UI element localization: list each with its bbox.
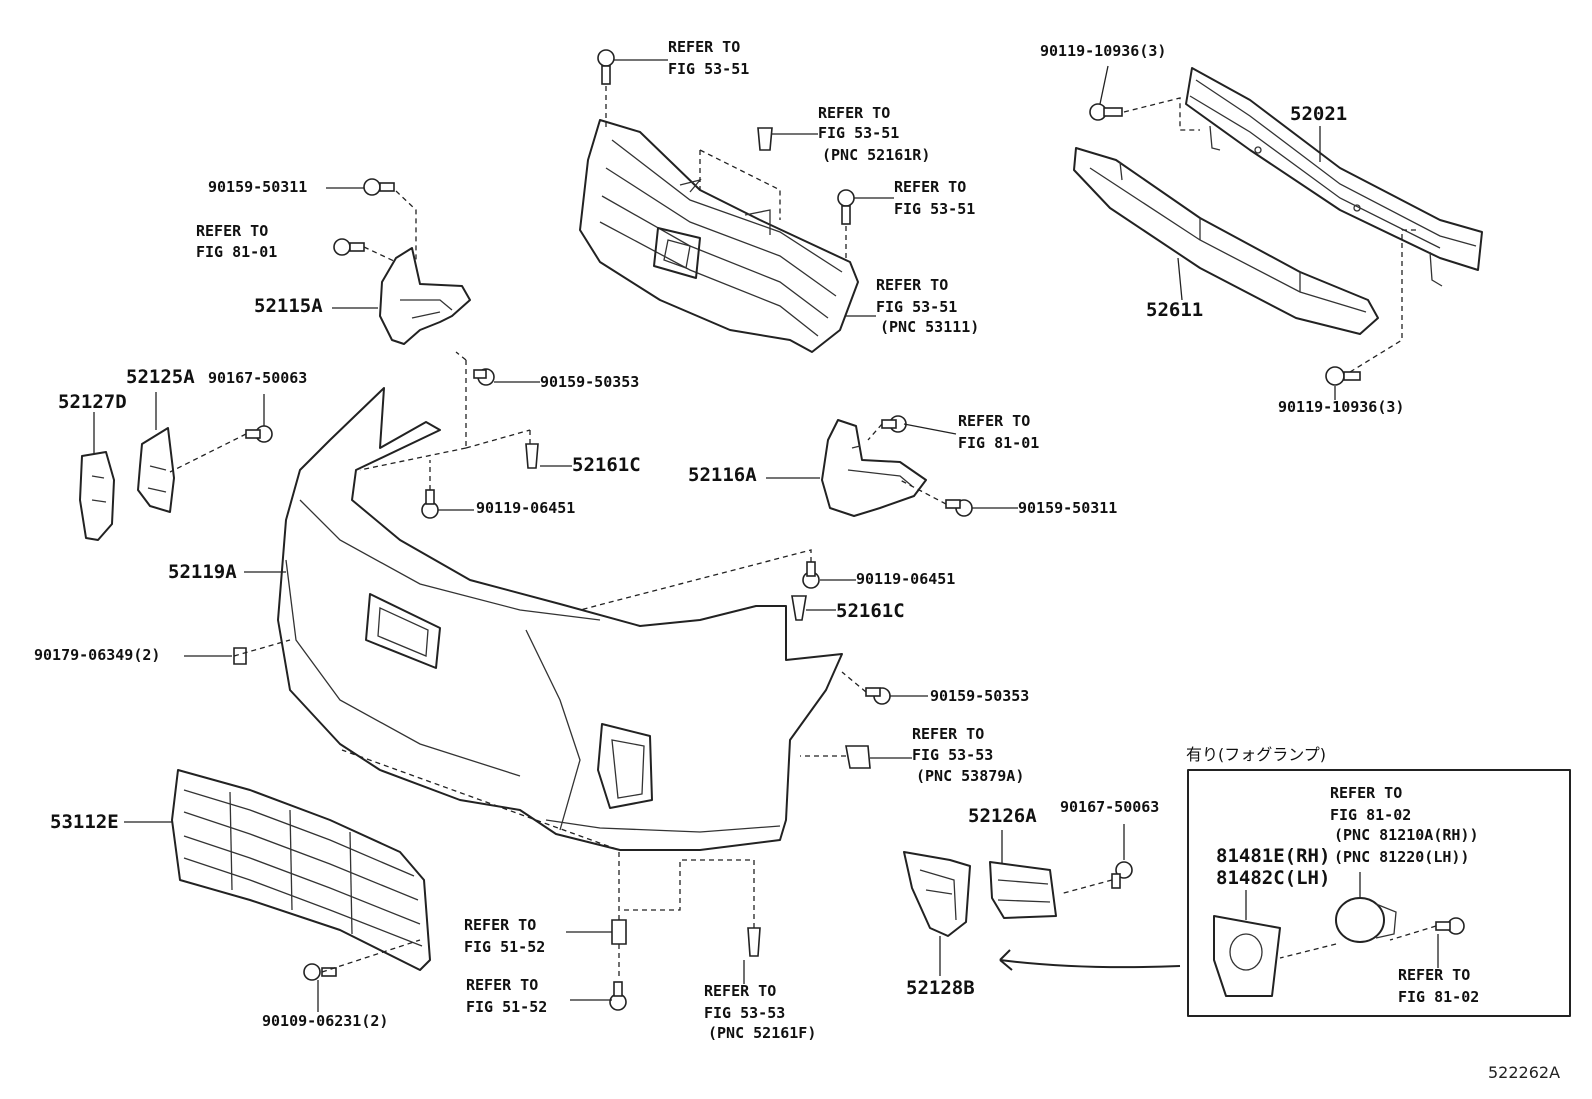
refer-fig-53-51-r-line3: (PNC 52161R): [822, 146, 930, 164]
assembly-lines: [169, 86, 1437, 980]
refer-fig-53-51-r-line1: REFER TO: [818, 104, 890, 122]
direction-arrow: [999, 959, 1181, 969]
part-52115A: 52115A: [254, 295, 323, 317]
part-52126A: 52126A: [968, 805, 1037, 827]
refer-fig-81-02-top-line2: FIG 81-02: [1330, 806, 1411, 824]
part-90159-50311-right: 90159-50311: [1018, 499, 1117, 517]
part-90179-06349: 90179-06349(2): [34, 646, 160, 664]
fasteners: [233, 49, 1465, 1011]
part-90109-06231: 90109-06231(2): [262, 1012, 388, 1030]
refer-fig-53-53-a-line2: FIG 53-53: [912, 746, 993, 764]
direction-arrow-head: [999, 949, 1013, 971]
lower-grille-drawing: [171, 769, 431, 971]
refer-fig-53-53-b-line3: (PNC 52161F): [708, 1024, 816, 1042]
refer-fig-53-51-b-line2: FIG 53-51: [894, 200, 975, 218]
part-52127D: 52127D: [58, 391, 127, 413]
part-90167-50063-left: 90167-50063: [208, 369, 307, 387]
part-52611: 52611: [1146, 299, 1203, 321]
refer-fig-53-51-c-line3: (PNC 53111): [880, 318, 979, 336]
part-52021: 52021: [1290, 103, 1347, 125]
refer-fig-51-52-b-line2: FIG 51-52: [466, 998, 547, 1016]
part-90159-50311-left: 90159-50311: [208, 178, 307, 196]
part-52128B: 52128B: [906, 977, 975, 999]
refer-fig-81-02-bottom-line2: FIG 81-02: [1398, 988, 1479, 1006]
refer-fig-53-53-b-line1: REFER TO: [704, 982, 776, 1000]
part-90167-50063-right: 90167-50063: [1060, 798, 1159, 816]
part-90119-06451-right: 90119-06451: [856, 570, 955, 588]
part-52119A: 52119A: [168, 561, 237, 583]
upper-grille-drawing: [579, 119, 859, 353]
bumper-reinforcement-drawing: [1185, 67, 1483, 287]
refer-fig-53-51-c-line2: FIG 53-51: [876, 298, 957, 316]
refer-fig-53-51-c-line1: REFER TO: [876, 276, 948, 294]
refer-fig-81-01-right-line1: REFER TO: [958, 412, 1030, 430]
refer-fig-51-52-a-line2: FIG 51-52: [464, 938, 545, 956]
part-52161C-top: 52161C: [572, 454, 641, 476]
part-52125A: 52125A: [126, 366, 195, 388]
part-52116A: 52116A: [688, 464, 757, 486]
fog-lamp-box-title: 有り(フォグランプ): [1186, 745, 1326, 764]
refer-fig-81-01-left-line1: REFER TO: [196, 222, 268, 240]
part-53112E: 53112E: [50, 811, 119, 833]
part-90119-10936-bottom: 90119-10936(3): [1278, 398, 1404, 416]
bracket-52115A-drawing: [379, 247, 471, 345]
part-81482C: 81482C(LH): [1216, 867, 1330, 889]
bumper-cover-drawing: [277, 387, 843, 851]
leader-lines: [93, 59, 1439, 1012]
refer-fig-81-01-right-line2: FIG 81-01: [958, 434, 1039, 452]
bracket-52116A-drawing: [821, 419, 927, 517]
energy-absorber-drawing: [1073, 147, 1379, 335]
part-52161C-right: 52161C: [836, 600, 905, 622]
refer-fig-81-02-top-line4: (PNC 81220(LH)): [1334, 848, 1469, 866]
diagram-id: 522262A: [1488, 1063, 1560, 1082]
part-90119-10936-top: 90119-10936(3): [1040, 42, 1166, 60]
refer-fig-53-53-b-line2: FIG 53-53: [704, 1004, 785, 1022]
refer-fig-53-51-r-line2: FIG 53-51: [818, 124, 899, 142]
refer-fig-53-51-top-line2: FIG 53-51: [668, 60, 749, 78]
fog-lamp-drawing: [1213, 897, 1397, 997]
side-retainer-drawing: [79, 427, 175, 541]
part-81481E: 81481E(RH): [1216, 845, 1330, 867]
refer-fig-81-02-top-line3: (PNC 81210A(RH)): [1334, 826, 1479, 844]
callouts: REFER TO FIG 53-51 REFER TO FIG 53-51 (P…: [34, 38, 1560, 1082]
refer-fig-81-02-top-line1: REFER TO: [1330, 784, 1402, 802]
refer-fig-53-53-a-line3: (PNC 53879A): [916, 767, 1024, 785]
refer-fig-53-51-top-line1: REFER TO: [668, 38, 740, 56]
refer-fig-81-02-bottom-line1: REFER TO: [1398, 966, 1470, 984]
refer-fig-53-51-b-line1: REFER TO: [894, 178, 966, 196]
refer-fig-53-53-a-line1: REFER TO: [912, 725, 984, 743]
part-90159-50353-top: 90159-50353: [540, 373, 639, 391]
fog-lamp-option-box: [1187, 769, 1571, 1017]
refer-fig-51-52-a-line1: REFER TO: [464, 916, 536, 934]
fog-bezel-drawing: [903, 851, 1057, 937]
refer-fig-81-01-left-line2: FIG 81-01: [196, 243, 277, 261]
refer-fig-51-52-b-line1: REFER TO: [466, 976, 538, 994]
part-90159-50353-right: 90159-50353: [930, 687, 1029, 705]
part-90119-06451-top: 90119-06451: [476, 499, 575, 517]
